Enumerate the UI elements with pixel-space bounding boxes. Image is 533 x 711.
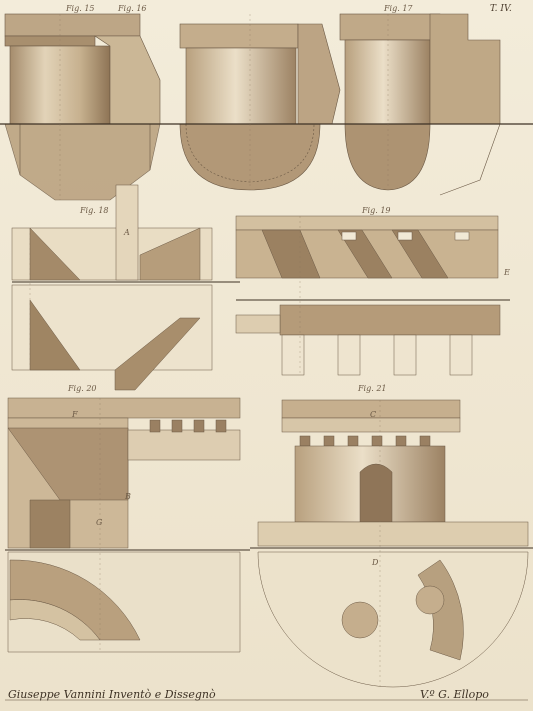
- figure-label-17: Fig. 17: [384, 4, 413, 13]
- figure-cornice-dentils: [235, 215, 510, 376]
- letter-b: B: [125, 492, 131, 501]
- figure-label-19: Fig. 19: [362, 206, 391, 215]
- letter-f: F: [72, 410, 78, 419]
- figure-label-20: Fig. 20: [68, 384, 97, 393]
- figure-stair-elevation: [11, 184, 240, 391]
- letter-d: D: [372, 558, 379, 567]
- signature-left: Giuseppe Vannini Inventò e Dissegnò: [8, 688, 216, 701]
- letter-e: E: [504, 268, 510, 277]
- figure-column-3: [339, 13, 501, 196]
- letter-a: A: [124, 228, 130, 237]
- figure-column-1: [4, 13, 161, 201]
- letter-c: C: [370, 410, 377, 419]
- figure-label-16: Fig. 16: [118, 4, 147, 13]
- figure-column-2: [179, 23, 341, 191]
- construction-lines: [5, 14, 528, 701]
- figure-label-18: Fig. 18: [80, 206, 109, 215]
- figure-building-left: [5, 397, 250, 653]
- figure-label-21: Fig. 21: [358, 384, 387, 393]
- figure-label-15: Fig. 15: [66, 4, 95, 13]
- plate-number: T. IV.: [490, 4, 512, 14]
- signature-right: V.º G. Ellopo: [420, 688, 489, 701]
- figure-rotunda: [250, 399, 533, 688]
- letter-g: G: [96, 518, 103, 527]
